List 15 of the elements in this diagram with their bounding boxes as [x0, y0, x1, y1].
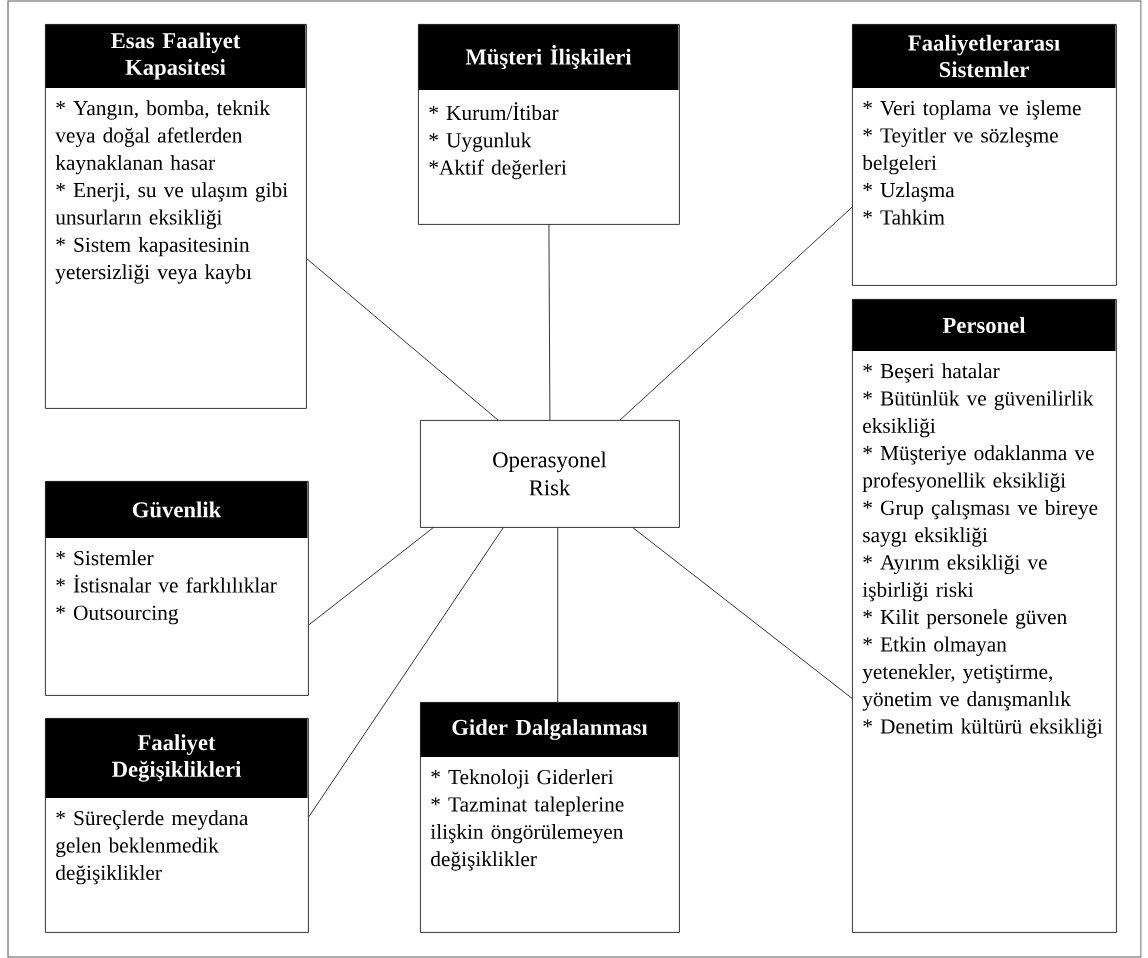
connector-line	[632, 527, 853, 699]
connector-line	[557, 527, 559, 703]
category-box: Faaliyetlerarası Sistemler * Veri toplama ve işleme * Teyitler ve sözleşme belgeleri * Uzlaşma * Tahkim	[852, 24, 1117, 286]
category-box: Esas Faaliyet Kapasitesi * Yangın, bomba, teknik veya doğal afetlerden kaynaklanan hasar * Enerji, su ve ulaşım gibi unsurların eksikliği * Sistem kapasitesinin yetersizliği veya kaybı	[45, 24, 307, 409]
category-box: Personel * Beşeri hatalar * Bütünlük ve güvenilirlik eksikliği * Müşteriye odaklanma ve profesyonellik eksikliği * Grup çalışması ve bireye saygı eksikliği * Ayırım eksikliği ve işbirliği riski * Kilit personele güven * Etkin olmayan yetenekler, yetiştirme, yönetim ve danışmanlık * Denetim kültürü eksikliği	[852, 299, 1117, 933]
category-box: Güvenlik * Sistemler * İstisnalar ve farklılıklar * Outsourcing	[45, 481, 309, 696]
category-box: Faaliyet Değişiklikleri * Süreçlerde meydana gelen beklenmedik değişiklikler	[45, 718, 309, 933]
connector-line	[548, 224, 551, 421]
category-box: Müşteri İlişkileri * Kurum/İtibar * Uygunluk *Aktif değerleri	[418, 24, 680, 225]
category-box: Gider Dalgalanması * Teknoloji Giderleri * Tazminat taleplerine ilişkin öngörülemeyen değişiklikler	[420, 702, 680, 933]
connector-line	[619, 206, 853, 421]
risk-box: Operasyonel Risk	[420, 420, 680, 528]
connector-line	[306, 258, 499, 421]
connector-line	[308, 527, 504, 818]
connector-line	[308, 527, 434, 626]
